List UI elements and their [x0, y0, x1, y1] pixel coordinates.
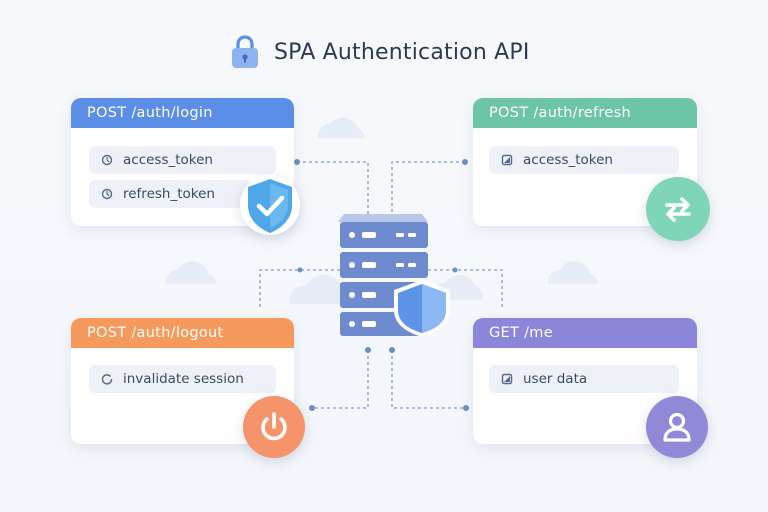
power-badge	[243, 396, 305, 458]
endpoint-path: /auth/logout	[131, 325, 224, 341]
token-icon	[101, 188, 113, 200]
card-header: GET /me	[473, 318, 697, 348]
session-icon	[101, 374, 113, 385]
item-text: invalidate session	[123, 371, 244, 387]
cloud-icon	[165, 261, 217, 284]
http-method: GET	[489, 325, 520, 341]
item-text: access_token	[523, 152, 613, 168]
diagram-title: SPA Authentication API	[230, 34, 530, 70]
connector-dot	[294, 159, 300, 165]
http-method: POST	[87, 325, 127, 341]
endpoint-path: /me	[524, 325, 553, 341]
connector-logout	[312, 350, 369, 409]
user-badge	[646, 396, 708, 458]
cloud-icon	[317, 117, 365, 138]
token-icon	[501, 154, 513, 166]
list-item: refresh_token	[89, 180, 251, 208]
connector-dot	[297, 267, 303, 273]
shield-check-badge	[240, 175, 300, 235]
connector-logout-upper	[259, 269, 340, 308]
list-item: access_token	[89, 146, 276, 174]
title-text: SPA Authentication API	[274, 39, 530, 65]
list-item: user data	[489, 365, 679, 393]
connector-me	[391, 350, 466, 409]
connector-refresh	[391, 161, 465, 214]
connector-dot	[463, 405, 469, 411]
card-header: POST /auth/logout	[71, 318, 294, 348]
cloud-icon	[547, 261, 599, 284]
data-icon	[501, 373, 513, 385]
cloud-icon	[289, 274, 352, 304]
endpoint-path: /auth/login	[131, 105, 213, 121]
refresh-badge	[646, 177, 710, 241]
connector-dot	[452, 267, 458, 273]
endpoint-path: /auth/refresh	[533, 105, 631, 121]
card-header: POST /auth/login	[71, 98, 294, 128]
list-item: access_token	[489, 146, 679, 174]
token-icon	[101, 154, 113, 166]
connector-login	[297, 161, 369, 214]
connector-dot	[462, 159, 468, 165]
refresh-arrows-icon	[665, 197, 691, 222]
connector-dot	[389, 347, 395, 353]
http-method: POST	[489, 105, 529, 121]
user-icon	[663, 412, 691, 442]
list-item: invalidate session	[89, 365, 276, 393]
lock-icon	[232, 35, 258, 68]
connector-dot	[365, 347, 371, 353]
cloud-icon	[429, 275, 484, 300]
item-text: access_token	[123, 152, 213, 168]
item-text: refresh_token	[123, 186, 215, 202]
connector-dot	[309, 405, 315, 411]
item-text: user data	[523, 371, 588, 387]
card-header: POST /auth/refresh	[473, 98, 697, 128]
http-method: POST	[87, 105, 127, 121]
power-icon	[261, 412, 287, 441]
connector-me-upper	[428, 269, 503, 308]
shield-check-icon	[248, 179, 292, 233]
